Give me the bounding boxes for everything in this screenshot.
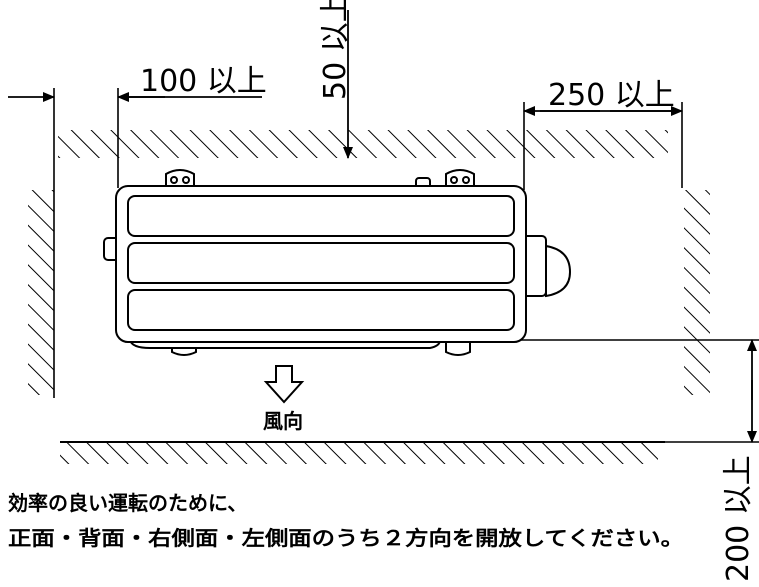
airflow-arrow-icon [263, 365, 305, 404]
louver-1 [127, 195, 515, 237]
dimension-lines [8, 10, 757, 443]
airflow-label: 風向 [263, 409, 303, 433]
walls [28, 130, 710, 464]
louver-3 [127, 289, 515, 331]
left-clearance-label: 100 以上 [140, 64, 267, 99]
bottom-bracket-right [445, 341, 471, 356]
top-wall-hatch [58, 130, 668, 158]
louver-2 [127, 242, 515, 284]
front-clearance-label: 200 以上 [721, 455, 756, 582]
right-wall-hatch [684, 190, 710, 395]
left-wall-hatch [28, 190, 54, 395]
top-clearance-label: 50 以上 [318, 0, 353, 100]
indoor-unit [103, 169, 572, 356]
caption-line-2: 正面・背面・右側面・左側面のうち２方向を開放してください。 [8, 526, 684, 550]
caption-line-1: 効率の良い運転のために、 [8, 491, 247, 515]
front-wall-hatch [60, 442, 658, 464]
extension-lines [53, 88, 759, 443]
right-clearance-label: 250 以上 [548, 78, 675, 113]
